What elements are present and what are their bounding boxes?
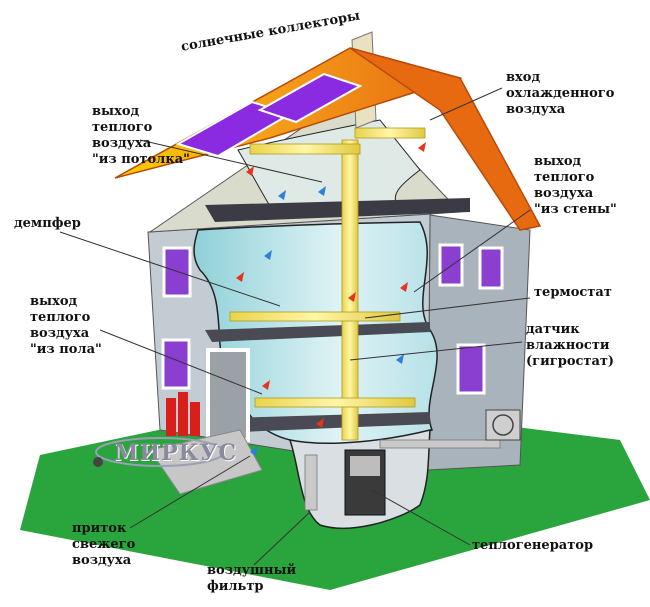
duct-attic-right [354, 127, 426, 139]
duct-attic-horizontal [249, 143, 361, 155]
label-line: воздуха [506, 102, 566, 117]
roof-right [349, 47, 542, 231]
label-line: воздуха [72, 553, 132, 568]
duct-first-floor [254, 397, 416, 408]
label-line: выход [92, 104, 140, 119]
duct-exterior [379, 439, 501, 449]
label-line: воздуха [30, 326, 90, 341]
vertical-duct-main [341, 139, 359, 441]
duct-second-floor [229, 311, 401, 322]
warm-air-arrows [236, 142, 426, 428]
company-logo-text: МИРКУС [114, 440, 238, 466]
label-line: свежего [72, 537, 136, 552]
window-side-top-1 [438, 243, 464, 287]
window-left-top [162, 246, 192, 298]
label-line: воздушный [207, 563, 297, 578]
cool-air-arrows [250, 186, 404, 456]
label-line: охлажденного [506, 86, 615, 101]
duct-basement [304, 454, 318, 511]
front-door [206, 348, 250, 442]
solar-panel-right [257, 72, 363, 124]
label-line: "из потолка" [92, 152, 190, 167]
label-line: теплого [30, 310, 91, 325]
label-line: воздуха [92, 136, 152, 151]
second-floor-slab [205, 322, 430, 342]
label-line: теплогенератор [472, 538, 594, 553]
window-left-bottom [161, 338, 191, 390]
label-line: выход [534, 154, 582, 169]
heat-generator-panel [350, 456, 380, 476]
label-line: теплого [92, 120, 153, 135]
outdoor-ac-fan [492, 414, 514, 436]
label-line: фильтр [207, 579, 264, 594]
label-line: приток [72, 521, 127, 536]
window-side-top-2 [478, 246, 504, 290]
attic-cutaway [237, 119, 421, 207]
label-line: термостат [534, 285, 612, 300]
label-line: датчик [526, 322, 580, 337]
first-floor-slab [230, 412, 430, 432]
label-line: воздуха [534, 186, 594, 201]
label-thermostat: термостат [534, 285, 612, 301]
label-heat-generator: теплогенератор [472, 538, 593, 554]
label-line: влажности [526, 338, 610, 353]
label-line: выход [30, 294, 78, 309]
attic-floor-slab [205, 198, 470, 222]
label-line: вход [506, 70, 541, 85]
label-line: теплого [534, 170, 595, 185]
label-line: демпфер [14, 216, 81, 231]
window-side-bottom [456, 343, 486, 395]
label-damper: демпфер [14, 216, 81, 232]
building-logo-icon [93, 392, 225, 467]
label-line: "из пола" [30, 342, 102, 357]
leader-lines [59, 87, 531, 566]
label-line: "из стены" [534, 202, 617, 217]
label-line: (гигростат) [526, 354, 615, 369]
